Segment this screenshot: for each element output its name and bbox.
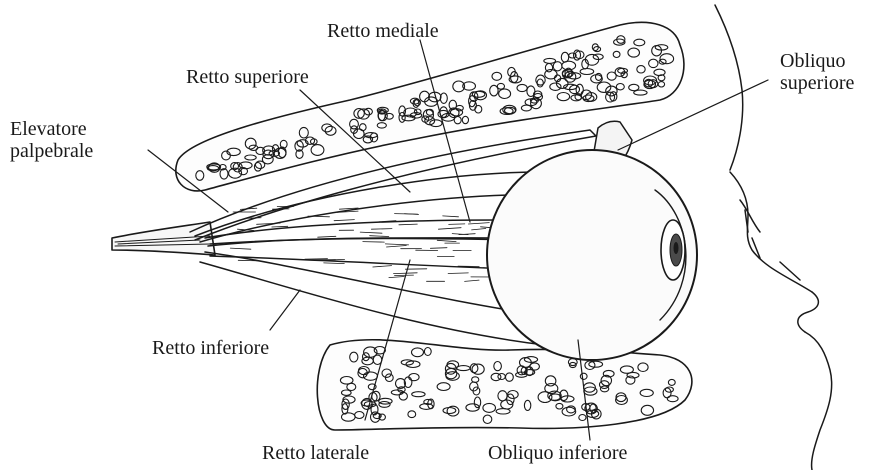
muscle-fiber — [324, 263, 345, 264]
muscle-fiber — [468, 223, 489, 224]
label-obliquo-superiore: Obliquo superiore — [780, 50, 854, 94]
muscle-fiber — [448, 273, 468, 274]
label-elevatore-palpebrale-line1: Elevatore — [10, 118, 93, 140]
label-elevatore-palpebrale-line2: palpebrale — [10, 140, 93, 162]
label-obliquo-superiore-line2: superiore — [780, 72, 854, 94]
muscle-fiber — [438, 228, 461, 230]
muscle-fiber — [373, 266, 392, 267]
label-obliquo-superiore-line1: Obliquo — [780, 50, 854, 72]
muscle-fiber — [430, 248, 447, 249]
label-retto-superiore: Retto superiore — [186, 66, 309, 88]
muscle-fiber — [449, 224, 465, 225]
leader-retto-inferiore — [270, 290, 300, 330]
muscle-fiber — [334, 220, 354, 221]
muscle-fiber — [443, 216, 459, 217]
muscle-fiber — [318, 236, 336, 237]
muscle-fiber — [437, 240, 456, 241]
muscle-fiber — [465, 280, 480, 281]
lower-orbital-bone — [317, 340, 692, 430]
muscle-fiber — [387, 246, 407, 248]
label-elevatore-palpebrale: Elevatore palpebrale — [10, 118, 93, 162]
muscle-fiber — [371, 229, 392, 230]
muscle-fiber — [360, 232, 382, 233]
muscle-fiber — [389, 277, 404, 278]
label-retto-mediale: Retto mediale — [327, 20, 439, 42]
muscle-fiber — [385, 244, 408, 245]
label-obliquo-inferiore: Obliquo inferiore — [488, 442, 627, 464]
muscle-fiber — [394, 273, 418, 274]
eyeball — [487, 150, 697, 360]
label-retto-laterale: Retto laterale — [262, 442, 369, 464]
muscle-fiber — [272, 226, 288, 227]
muscle-fiber — [370, 236, 389, 237]
muscle-fiber — [472, 229, 486, 230]
muscle-fiber — [395, 214, 418, 215]
label-retto-inferiore: Retto inferiore — [152, 337, 269, 359]
muscle-fiber — [363, 242, 385, 243]
muscle-fiber — [399, 224, 417, 225]
muscle-fiber — [230, 248, 251, 249]
